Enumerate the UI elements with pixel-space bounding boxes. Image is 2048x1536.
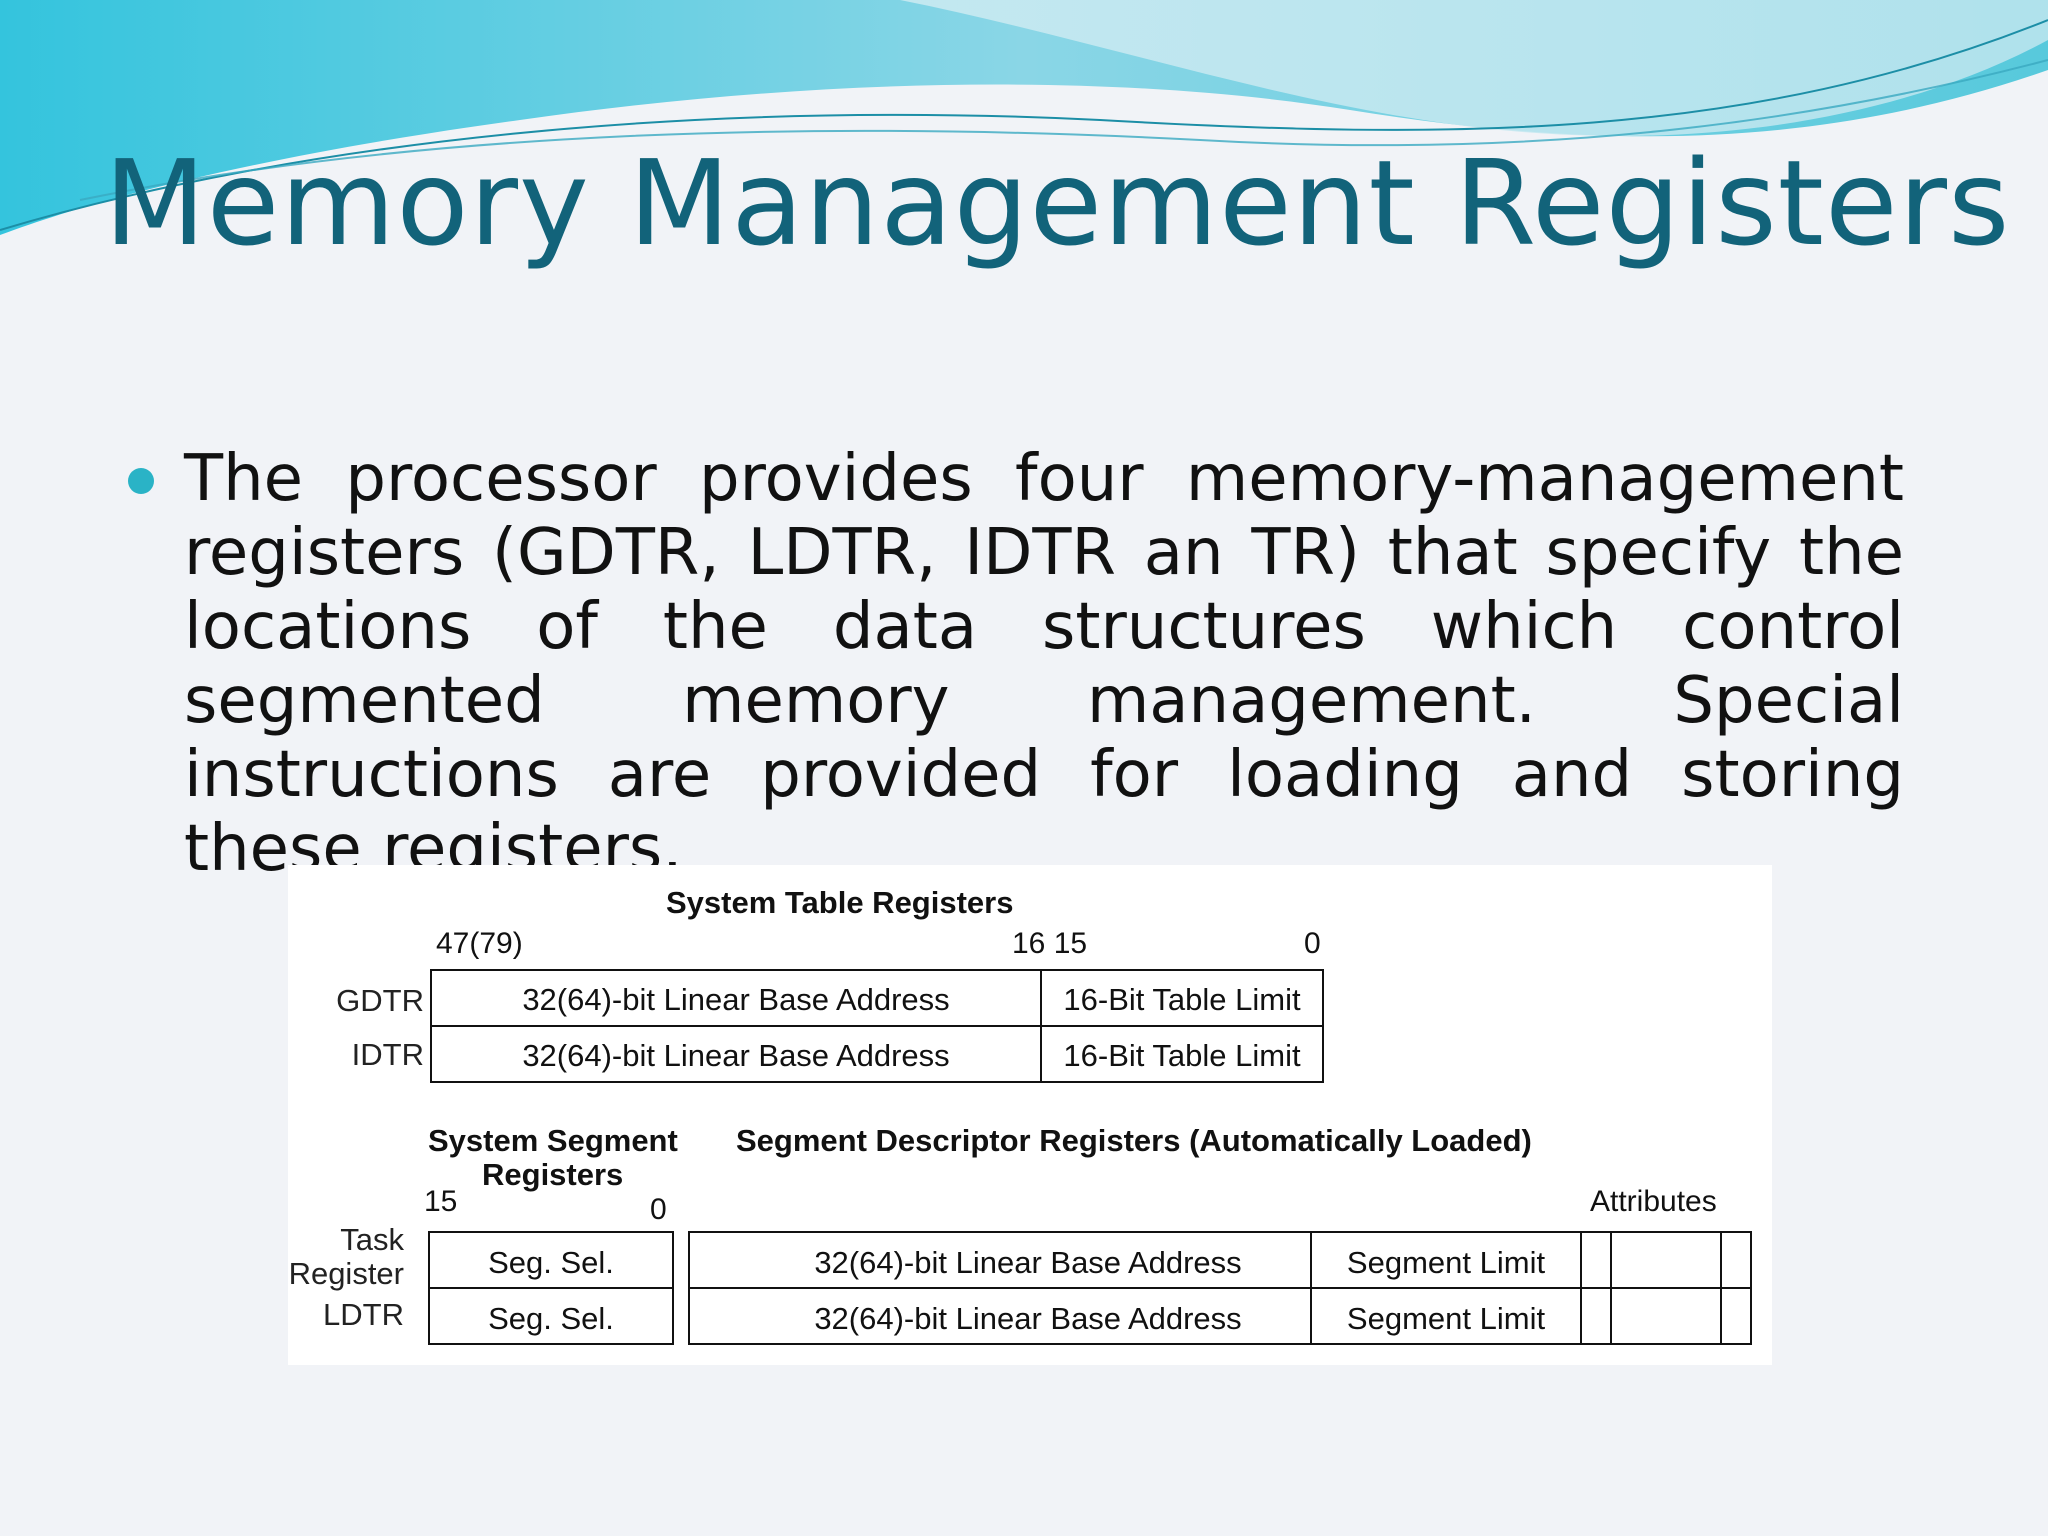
register-label-task-line2: Register: [288, 1256, 404, 1291]
ldtr-attribute-cell-3: [1720, 1287, 1752, 1345]
bullet-text: The processor provides four memory-manag…: [184, 442, 1904, 886]
idtr-limit-cell: [1040, 1025, 1324, 1083]
ldtr-attribute-cell-2: [1610, 1287, 1722, 1345]
system-segment-heading-line2: Registers: [482, 1157, 624, 1192]
idtr-limit-text: 16-Bit Table Limit: [1063, 1038, 1301, 1073]
register-diagram: System Table Registers 47(79) 16 15 0 GD…: [288, 865, 1772, 1365]
attributes-label: Attributes: [1590, 1185, 1717, 1218]
descriptor-heading: Segment Descriptor Registers (Automatica…: [736, 1123, 1532, 1158]
task-base-text: 32(64)-bit Linear Base Address: [814, 1245, 1242, 1280]
gdtr-base-text: 32(64)-bit Linear Base Address: [522, 982, 950, 1017]
register-label-gdtr: GDTR: [336, 983, 424, 1018]
ldtr-selector-cell: [428, 1287, 674, 1345]
bit-label-high: 47(79): [436, 927, 523, 960]
task-limit-text: Segment Limit: [1346, 1245, 1546, 1280]
header-wave-decoration: [0, 0, 2048, 235]
bullet-icon: [128, 468, 154, 494]
task-attribute-cell-3: [1720, 1231, 1752, 1289]
gdtr-limit-text: 16-Bit Table Limit: [1063, 982, 1301, 1017]
task-attribute-cell-2: [1610, 1231, 1722, 1289]
bit-label-mid: 16 15: [1012, 927, 1088, 960]
register-label-task-line1: Task: [340, 1222, 404, 1257]
task-selector-text: Seg. Sel.: [488, 1245, 614, 1280]
idtr-base-text: 32(64)-bit Linear Base Address: [522, 1038, 950, 1073]
bit-label-low: 0: [1304, 927, 1321, 960]
segment-bit-label-low: 0: [650, 1193, 667, 1226]
ldtr-base-text: 32(64)-bit Linear Base Address: [814, 1301, 1242, 1336]
system-segment-heading-line1: System Segment: [428, 1123, 678, 1158]
ldtr-attribute-cell-1: [1580, 1287, 1612, 1345]
segment-bit-label-high: 15: [424, 1185, 458, 1218]
system-table-heading: System Table Registers: [666, 885, 1014, 920]
ldtr-limit-text: Segment Limit: [1346, 1301, 1546, 1336]
register-label-ldtr: LDTR: [323, 1297, 404, 1332]
register-label-task: Task Register: [288, 1223, 404, 1291]
slide-title: Memory Management Registers: [104, 134, 2011, 272]
register-label-idtr: IDTR: [351, 1037, 424, 1072]
task-attribute-cell-1: [1580, 1231, 1612, 1289]
ldtr-selector-text: Seg. Sel.: [488, 1301, 614, 1336]
